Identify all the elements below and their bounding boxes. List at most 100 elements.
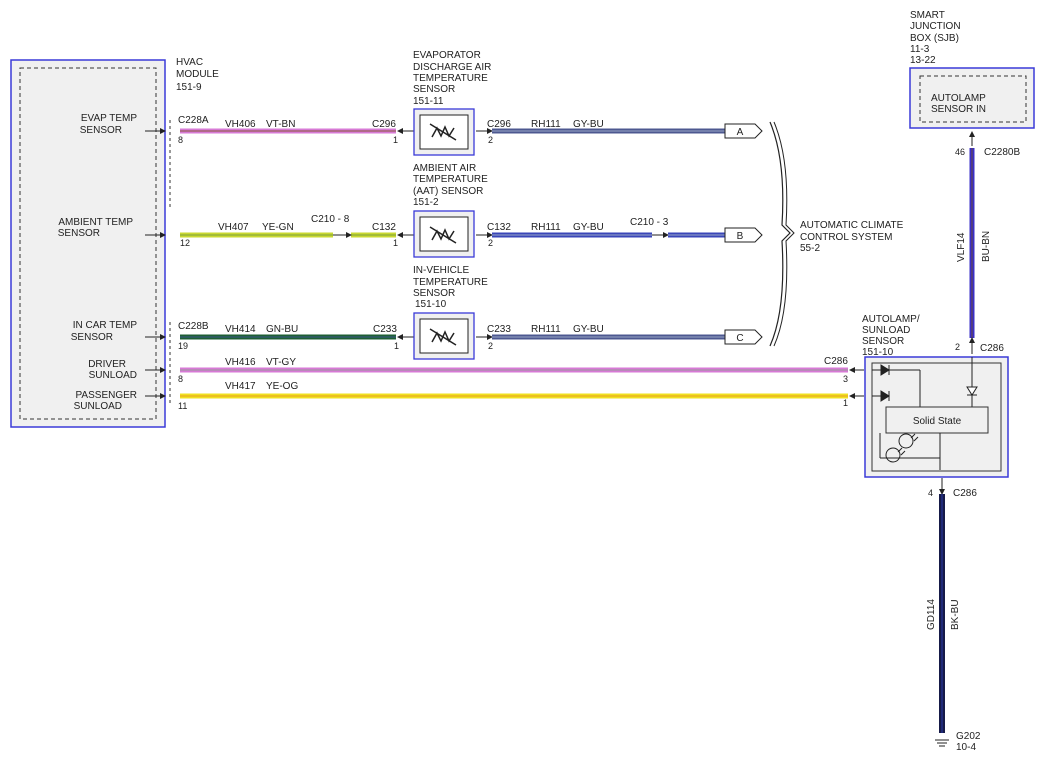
evap-connector-left: C228A (178, 115, 209, 126)
ambient-circuit-left: VH407 (218, 222, 249, 233)
phototransistor-icon (885, 447, 901, 463)
ground-circuit: GD114 (926, 599, 937, 630)
driver-sunload-wire: 8 VH416 VT-GY C286 3 (178, 356, 864, 384)
evap-sensor-title-5: 151-11 (413, 96, 444, 107)
hvac-module-inner (19, 67, 157, 420)
evap-pin-left: 8 (178, 135, 183, 145)
incar-far-connector: C233 (373, 324, 397, 335)
hvac-input-driver-1: DRIVER (88, 359, 126, 370)
driver-circuit: VH416 (225, 357, 256, 368)
evap-sensor-title-4: SENSOR (413, 84, 455, 95)
incar-sensor-title-4: 151-10 (415, 299, 447, 310)
hvac-input-incar-2: SENSOR (71, 332, 113, 343)
ambient-wire-right: C132 2 RH111 GY-BU C210 - 3 B (476, 217, 763, 248)
evap-sensor-title-3: TEMPERATURE (413, 73, 488, 84)
ambient-right-color: GY-BU (573, 222, 604, 233)
incar-right-circuit: RH111 (531, 324, 561, 335)
hvac-module-outer (10, 59, 166, 428)
evap-right-circuit: RH111 (531, 119, 561, 130)
incar-wire-right: C233 2 RH111 GY-BU C (476, 324, 763, 351)
ambient-sensor: AMBIENT AIR TEMPERATURE (AAT) SENSOR 151… (413, 163, 488, 258)
ground-label-2: 10-4 (956, 742, 976, 753)
thermistor-icon (429, 123, 457, 141)
passenger-far-pin: 1 (843, 398, 848, 408)
autolamp-in-connector: C2280B (984, 147, 1020, 158)
hvac-input-evap-1: EVAP TEMP (81, 113, 137, 124)
incar-right-pin: 2 (488, 341, 493, 351)
incar-sensor-title-2: TEMPERATURE (413, 277, 488, 288)
ambient-sensor-title-3: (AAT) SENSOR (413, 186, 483, 197)
automatic-climate-line-3: 55-2 (800, 243, 820, 254)
hvac-input-incar-1: IN CAR TEMP (73, 320, 138, 331)
evap-wire-left: C228A 8 VH406 VT-BN C296 1 (178, 115, 414, 145)
incar-connector-left: C228B (178, 321, 209, 332)
autolamp-sensor-title-4: 151-10 (862, 347, 894, 358)
hvac-input-passenger-1: PASSENGER (76, 390, 138, 401)
driver-far-connector: C286 (824, 356, 848, 367)
ambient-right-circuit: RH111 (531, 222, 561, 233)
solid-state-label: Solid State (913, 416, 962, 427)
incar-pin-left: 19 (178, 341, 188, 351)
evap-far-pin: 1 (393, 135, 398, 145)
ambient-right-inline-connector: C210 - 3 (630, 217, 669, 228)
tag-b-label: B (737, 231, 744, 242)
hvac-input-passenger-2: SUNLOAD (74, 401, 122, 412)
autolamp-sensor-title-2: SUNLOAD (862, 325, 910, 336)
autolamp-sunload-sensor: AUTOLAMP/ SUNLOAD SENSOR 151-10 Solid St… (862, 314, 1009, 478)
sjb-inner (919, 75, 1027, 123)
evap-right-color: GY-BU (573, 119, 604, 130)
autolamp-sensor-title-1: AUTOLAMP/ (862, 314, 920, 325)
driver-pin-left: 8 (178, 374, 183, 384)
autolamp-in-pin: 46 (955, 147, 965, 157)
brace-shape-2 (773, 121, 795, 347)
passenger-circuit: VH417 (225, 381, 256, 392)
evap-right-connector: C296 (487, 119, 511, 130)
incar-far-pin: 1 (394, 341, 399, 351)
sjb-title-3: BOX (SJB) (910, 33, 959, 44)
ground-color: BK-BU (950, 599, 961, 630)
evap-far-connector: C296 (372, 119, 396, 130)
autolamp-sensor-title-3: SENSOR (862, 336, 904, 347)
automatic-climate-reference: AUTOMATIC CLIMATE CONTROL SYSTEM 55-2 (769, 121, 904, 347)
ambient-inline-connector: C210 - 8 (311, 214, 350, 225)
hvac-module: HVAC MODULE 151-9 EVAP TEMP SENSOR AMBIE… (10, 57, 219, 428)
tag-a-shape (724, 123, 763, 139)
autolamp-in-wire: 46 C2280B VLF14 BU-BN 2 C286 (955, 131, 1020, 354)
passenger-pin-left: 11 (178, 401, 187, 411)
ambient-pin-left: 12 (180, 238, 190, 248)
thermistor-icon (429, 328, 457, 346)
hvac-input-evap-2: SENSOR (80, 125, 122, 136)
sjb-title-2: JUNCTION (910, 21, 961, 32)
ambient-far-connector: C132 (372, 222, 396, 233)
evap-circuit-left: VH406 (225, 119, 256, 130)
automatic-climate-line-1: AUTOMATIC CLIMATE (800, 220, 904, 231)
tag-b-shape (724, 227, 763, 243)
ambient-sensor-title-1: AMBIENT AIR (413, 163, 476, 174)
ambient-right-connector: C132 (487, 222, 511, 233)
passenger-sunload-wire: 11 VH417 YE-OG 1 (178, 381, 864, 411)
hvac-module-title-2: MODULE (176, 69, 219, 80)
ground-pin: 4 (928, 488, 933, 498)
sjb-box (909, 67, 1035, 129)
tag-a-label: A (737, 127, 744, 138)
incar-sensor-title-1: IN-VEHICLE (413, 265, 469, 276)
sjb-inner-line-2: SENSOR IN (931, 104, 986, 115)
sjb-inner-line-1: AUTOLAMP (931, 93, 986, 104)
sjb-title-4: 11-3 (910, 44, 930, 55)
ambient-sensor-title-2: TEMPERATURE (413, 174, 488, 185)
tag-c-label: C (736, 333, 743, 344)
ambient-wire-left: 12 VH407 YE-GN C210 - 8 C132 1 (180, 214, 414, 248)
hvac-module-title-1: HVAC (176, 57, 203, 68)
tag-c-shape (724, 329, 763, 345)
autolamp-in-color: BU-BN (981, 231, 992, 262)
evap-wire-right: C296 2 RH111 GY-BU A (476, 119, 763, 145)
ambient-sensor-title-4: 151-2 (413, 197, 439, 208)
autolamp-in-far-pin: 2 (955, 342, 960, 352)
brace-shape (769, 121, 791, 347)
sjb-title-5: 13-22 (910, 55, 936, 66)
passenger-color: YE-OG (266, 381, 298, 392)
incar-circuit-left: VH414 (225, 324, 256, 335)
incar-color-left: GN-BU (266, 324, 298, 335)
sjb-title-1: SMART (910, 10, 945, 21)
